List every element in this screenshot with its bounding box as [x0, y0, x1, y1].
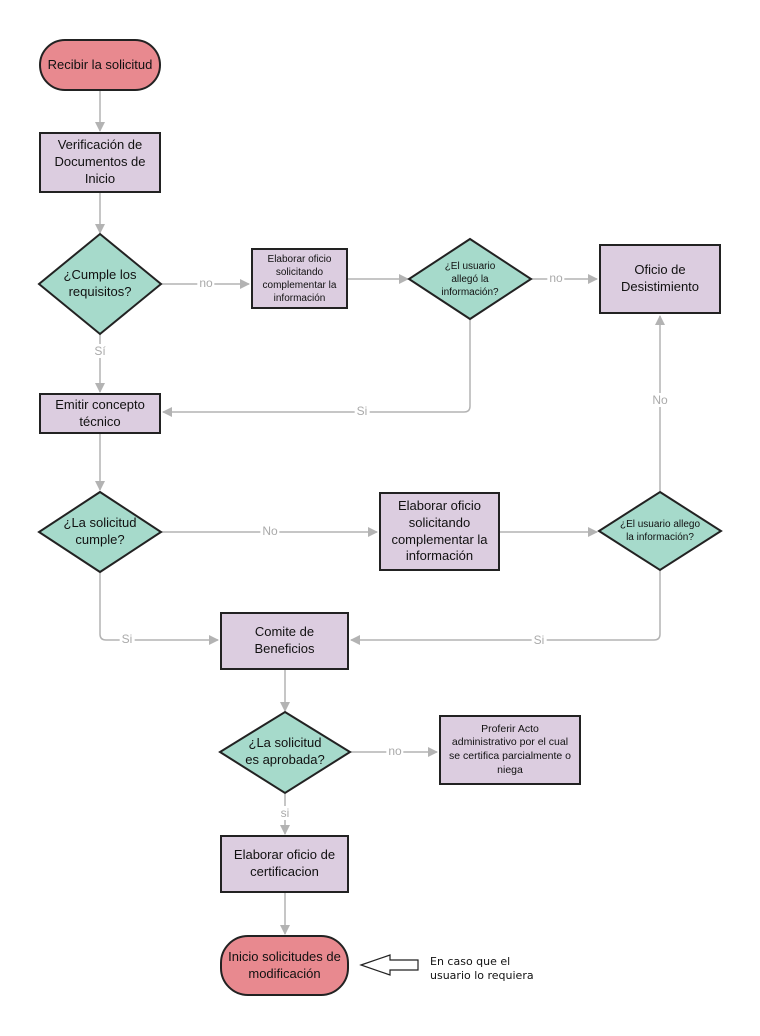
process-proferir-acto: Proferir Acto administrativo por el cual… — [439, 715, 581, 785]
process-verificacion-documentos: Verificación de Documentos de Inicio — [39, 132, 161, 193]
edge-label-no: no — [547, 271, 565, 285]
connectors — [95, 91, 665, 935]
edge-label-no: no — [197, 276, 215, 290]
decision-cumple-requisitos: ¿Cumple los requisitos? — [63, 267, 137, 299]
terminal-inicio-modificacion: Inicio solicitudes de modificación — [220, 935, 349, 996]
edge-label-si: Si — [354, 404, 370, 418]
decision-solicitud-cumple: ¿La solicitud cumple? — [63, 515, 137, 547]
decision-usuario-allego-2-shape — [597, 490, 723, 572]
edge-solicitud-si — [99, 573, 219, 645]
edge-label-si: Sí — [92, 344, 108, 358]
decision-solicitud-cumple-shape — [37, 490, 163, 574]
left-arrow-icon — [359, 954, 419, 976]
edge-label-no: No — [260, 524, 280, 538]
edge-label-no: no — [386, 744, 404, 758]
edge-label-si: Si — [531, 633, 547, 647]
decision-solicitud-aprobada: ¿La solicitud es aprobada? — [245, 735, 325, 767]
edge-usuario2-si — [350, 570, 661, 645]
decision-solicitud-aprobada-shape — [218, 710, 352, 795]
terminal-recibir-solicitud: Recibir la solicitud — [39, 39, 161, 91]
edge-label-si: Si — [119, 632, 135, 646]
process-comite-beneficios: Comite de Beneficios — [220, 612, 349, 670]
decision-cumple-requisitos-shape — [37, 232, 163, 336]
process-elaborar-certificacion: Elaborar oficio de certificacion — [220, 835, 349, 893]
edge-usuario1-si — [162, 320, 471, 417]
process-elaborar-oficio-1: Elaborar oficio solicitando complementar… — [251, 248, 348, 309]
process-emitir-concepto: Emitir concepto técnico — [39, 393, 161, 434]
edge-label-si: si — [278, 806, 292, 820]
note-text: En caso que el usuario lo requiera — [430, 955, 534, 983]
decision-usuario-allego-2: ¿El usuario allego la información? — [619, 519, 701, 543]
process-elaborar-oficio-2: Elaborar oficio solicitando complementar… — [379, 492, 500, 571]
decision-usuario-allego-1-shape — [407, 237, 533, 321]
edge-label-no: No — [650, 393, 670, 407]
process-oficio-desistimiento: Oficio de Desistimiento — [599, 244, 721, 314]
decision-usuario-allego-1: ¿El usuario allegó la información? — [441, 260, 499, 298]
